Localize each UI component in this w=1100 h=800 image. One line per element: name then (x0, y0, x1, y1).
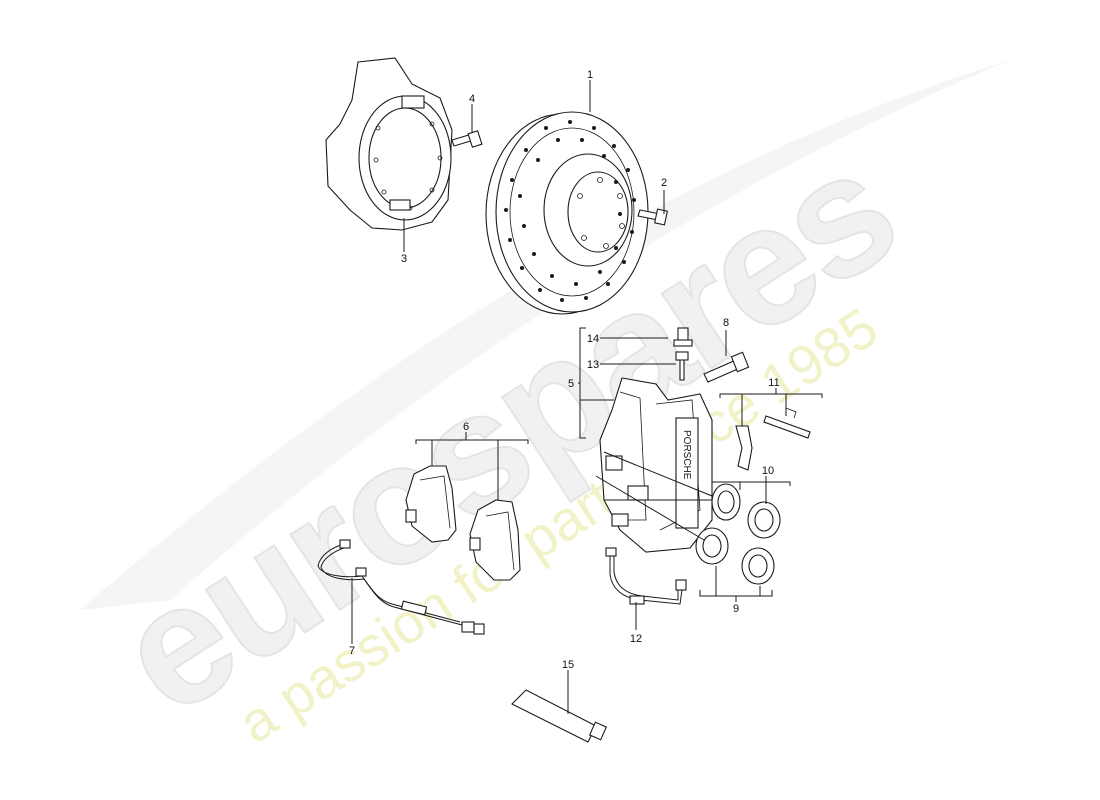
bleed-valve (673, 327, 693, 347)
watermark-swoosh (80, 60, 1010, 610)
brake-caliper: PORSCHE (599, 377, 713, 553)
callout-13: 13 (587, 359, 599, 371)
callout-2: 2 (661, 177, 667, 189)
pad-retainer-kit (735, 407, 811, 471)
callout-15: 15 (562, 659, 574, 671)
dust-shield (325, 57, 453, 231)
callout-11: 11 (768, 377, 779, 389)
callout-4: 4 (469, 93, 475, 105)
callout-6: 6 (463, 421, 469, 433)
callout-14: 14 (587, 333, 599, 345)
callout-1: 1 (587, 69, 593, 81)
brake-pads (405, 465, 521, 581)
callout-10: 10 (762, 465, 774, 477)
seal-rings-lower (695, 527, 775, 585)
callout-8: 8 (723, 317, 729, 329)
brake-line (605, 547, 687, 605)
brake-disc (485, 111, 649, 315)
callout-9: 9 (733, 603, 739, 615)
caliper-cap (675, 351, 689, 381)
seal-rings-upper (711, 483, 781, 539)
shield-bolt (451, 130, 483, 148)
caliper-lettering: PORSCHE (681, 430, 692, 480)
grease-tube (511, 689, 608, 743)
callout-7: 7 (349, 645, 355, 657)
callout-12: 12 (630, 633, 642, 645)
leader-lines (351, 80, 823, 714)
callout-5: 5 (568, 378, 574, 390)
callout-3: 3 (401, 253, 407, 265)
wear-sensor (317, 539, 485, 635)
caliper-bolt (703, 351, 750, 383)
callout-labels: 1 2 3 4 5 6 7 8 9 10 11 12 13 14 15 (349, 69, 780, 671)
